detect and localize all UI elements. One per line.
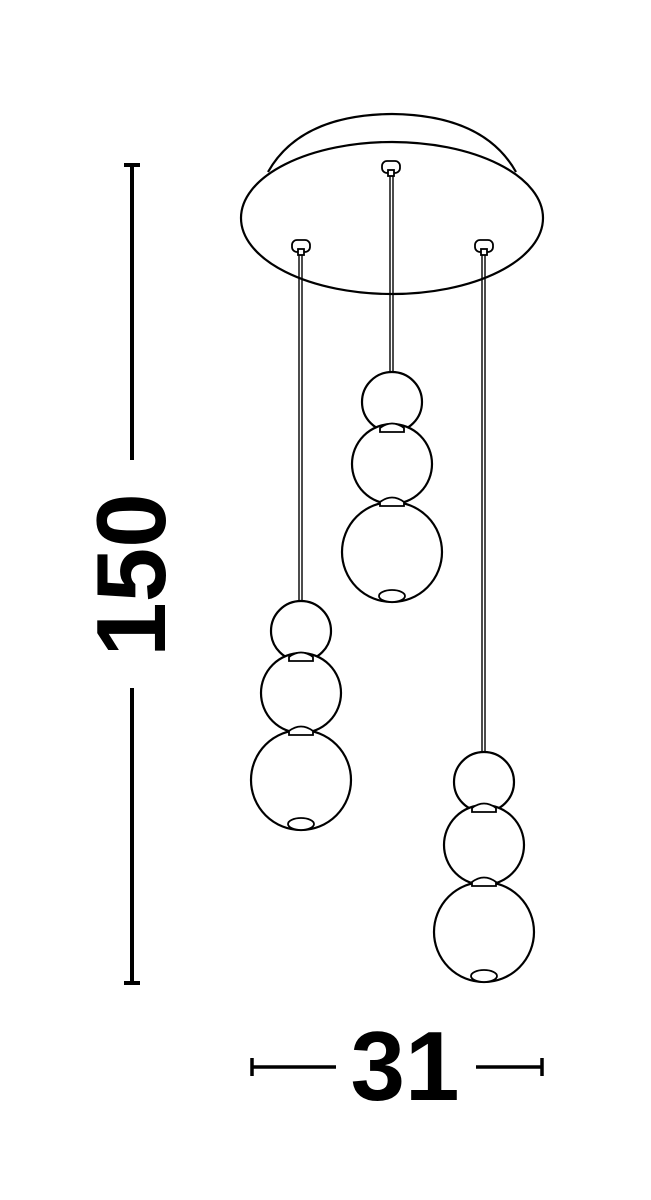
ceiling-canopy <box>239 112 545 296</box>
cable-anchor-left <box>291 239 311 256</box>
cable-anchor-right <box>474 239 494 256</box>
height-dimension-label: 150 <box>76 493 186 657</box>
pendant-left <box>249 599 353 832</box>
width-dimension-label: 31 <box>350 1011 459 1121</box>
width-dimension-line <box>250 1058 544 1076</box>
cable-anchor-center <box>381 160 401 177</box>
suspension-cables <box>298 176 486 753</box>
height-dimension-line <box>124 163 140 985</box>
pendant-center <box>340 370 444 604</box>
pendant-right <box>432 750 536 984</box>
